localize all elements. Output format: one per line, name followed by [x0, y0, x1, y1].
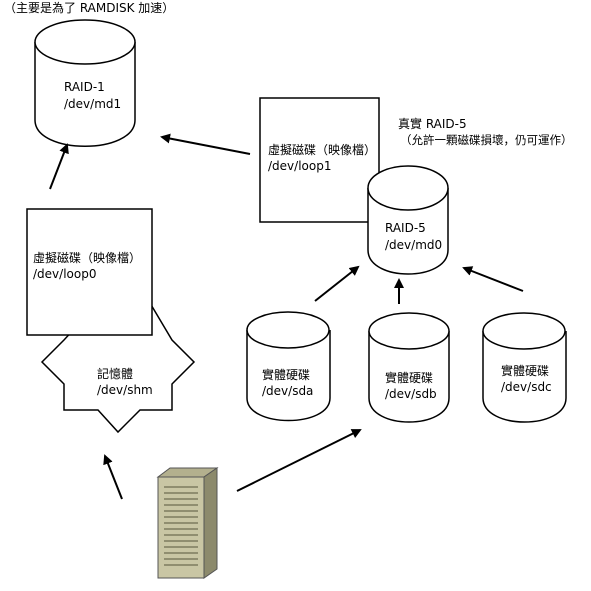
loop0-box — [26, 208, 153, 336]
sdb-label: 實體硬碟 — [385, 371, 434, 385]
raid5-cylinder — [367, 165, 449, 275]
arrows — [49, 133, 524, 500]
sdb-device: /dev/sdb — [385, 387, 437, 401]
raid5-note-desc: （允許一顆磁碟損壞，仍可運作） — [400, 133, 573, 147]
raid1-device: /dev/md1 — [64, 97, 122, 111]
sdc-device: /dev/sdc — [501, 380, 552, 394]
server-tower-icon — [156, 467, 219, 579]
sdc-cylinder — [482, 312, 567, 423]
arrow-server-to-shm — [103, 454, 123, 500]
sda-label: 實體硬碟 — [262, 368, 311, 382]
arrow-sdc-to-raid5 — [462, 266, 524, 292]
raid5-device: /dev/md0 — [385, 238, 443, 252]
sdc-label: 實體硬碟 — [501, 364, 550, 378]
raid5-note-title: 真實 RAID-5 — [398, 117, 467, 131]
raid1-label: RAID-1 — [64, 80, 105, 94]
raid1-cylinder — [34, 19, 136, 147]
shm-label: 記憶體 — [97, 367, 134, 381]
shm-device: /dev/shm — [97, 383, 153, 397]
arrow-sda-to-raid5 — [314, 265, 360, 302]
arrow-loop0-to-raid1 — [49, 143, 69, 190]
sda-device: /dev/sda — [262, 384, 314, 398]
arrow-loop1-to-raid1 — [160, 133, 251, 155]
loop0-device: /dev/loop0 — [33, 267, 97, 281]
loop0-label: 虛擬磁碟（映像檔） — [33, 251, 142, 265]
sda-cylinder — [246, 311, 331, 422]
loop1-box — [259, 97, 380, 223]
arrow-server-to-disks — [236, 429, 362, 492]
loop1-label: 虛擬磁碟（映像檔） — [268, 143, 377, 157]
ramdisk-note: （主要是為了 RAMDISK 加速） — [4, 1, 175, 15]
sdb-cylinder — [368, 312, 450, 423]
loop1-device: /dev/loop1 — [268, 159, 332, 173]
raid5-label: RAID-5 — [385, 221, 426, 235]
